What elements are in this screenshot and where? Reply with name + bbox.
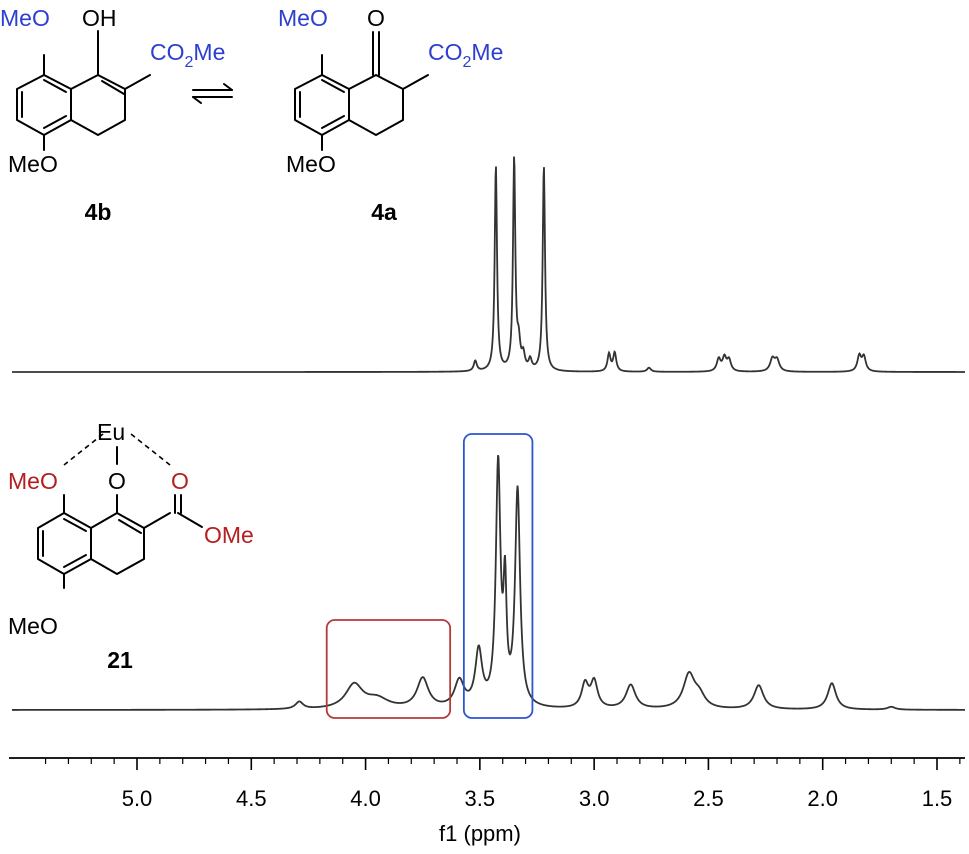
- x-tick-label: 5.0: [122, 786, 153, 811]
- equilibrium-arrows-icon: [192, 83, 233, 104]
- methoxy-label: MeO: [278, 5, 328, 31]
- methoxy-label: MeO: [0, 5, 50, 31]
- x-tick-label: 2.5: [693, 786, 724, 811]
- x-axis-label: f1 (ppm): [439, 821, 521, 846]
- structure-4a: MeO O CO2Me MeO 4a: [278, 5, 503, 225]
- x-tick-label: 4.0: [350, 786, 381, 811]
- europium-label: Eu: [97, 419, 125, 445]
- methoxy-label: MeO: [8, 151, 58, 177]
- ester-methoxy-label: OMe: [204, 522, 254, 548]
- x-tick-label: 2.0: [807, 786, 838, 811]
- x-tick-label: 3.0: [579, 786, 610, 811]
- structure-21: Eu O MeO O OMe MeO 21: [8, 419, 254, 673]
- ester-oxygen-label: O: [171, 468, 189, 494]
- methoxy-label: MeO: [8, 468, 58, 494]
- upper-spectrum-trace: [12, 156, 965, 373]
- nmr-spectra: [12, 156, 965, 719]
- enolate-oxygen-label: O: [108, 468, 126, 494]
- ester-subscript: 2: [185, 54, 194, 71]
- ester-co: CO: [150, 39, 185, 65]
- highlight-box-blue: [462, 433, 534, 719]
- ester-co: CO: [428, 39, 463, 65]
- ester-label: CO2Me: [150, 39, 225, 71]
- carbonyl-oxygen-label: O: [367, 5, 385, 31]
- ester-subscript: 2: [463, 54, 472, 71]
- x-tick-label: 3.5: [465, 786, 496, 811]
- hydroxyl-label: OH: [82, 5, 117, 31]
- x-axis-ticks: 5.0 4.5 4.0 3.5 3.0 2.5 2.0 1.5: [44, 758, 961, 811]
- compound-label-4a: 4a: [371, 199, 397, 225]
- ester-label: CO2Me: [428, 39, 503, 71]
- x-tick-label: 4.5: [236, 786, 267, 811]
- highlight-box-red: [325, 619, 452, 719]
- compound-label-4b: 4b: [85, 199, 112, 225]
- methoxy-label: MeO: [286, 151, 336, 177]
- methoxy-label: MeO: [8, 613, 58, 639]
- ester-me: Me: [193, 39, 225, 65]
- compound-label-21: 21: [107, 647, 133, 673]
- ester-me: Me: [471, 39, 503, 65]
- structure-4b: MeO OH CO2Me MeO 4b: [0, 5, 225, 225]
- x-tick-label: 1.5: [922, 786, 953, 811]
- x-axis: 5.0 4.5 4.0 3.5 3.0 2.5 2.0 1.5 f1 (ppm): [9, 757, 965, 846]
- lower-spectrum-trace: [12, 455, 965, 711]
